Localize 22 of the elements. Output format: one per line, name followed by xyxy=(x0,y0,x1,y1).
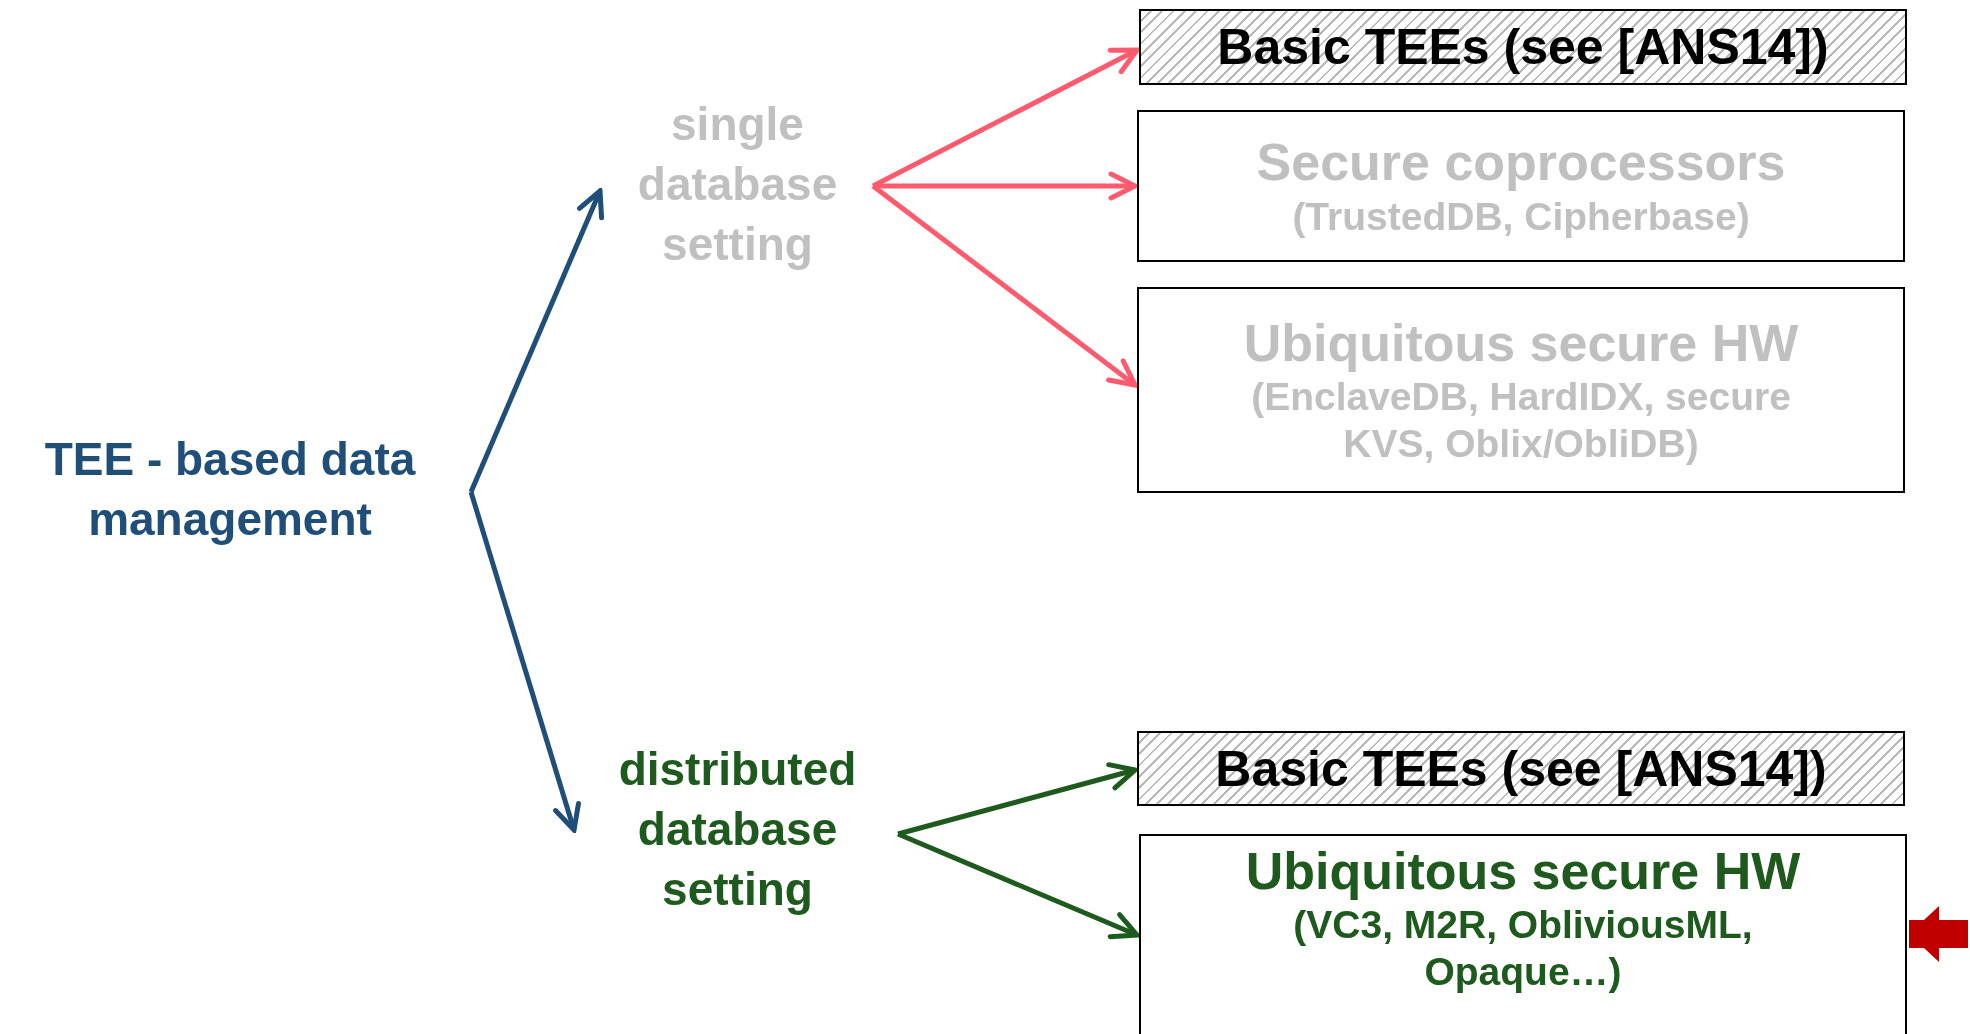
arrow xyxy=(871,184,1138,388)
arrow xyxy=(468,188,605,493)
box-title: Secure coprocessors xyxy=(1256,132,1786,194)
node-label: TEE - based data management xyxy=(10,430,450,550)
arrow xyxy=(897,831,1140,940)
box-subtitle: (EnclaveDB, HardIDX, secure KVS, Oblix/ObliDB) xyxy=(1250,374,1792,468)
arrow xyxy=(468,491,581,833)
outlined-box xyxy=(1139,834,1907,1034)
hatched-box xyxy=(1139,9,1907,85)
box-title: Ubiquitous secure HW xyxy=(1243,313,1799,374)
arrow xyxy=(1909,906,1968,962)
box-title: Basic TEEs (see [ANS14]) xyxy=(1215,739,1827,799)
box-title: Basic TEEs (see [ANS14]) xyxy=(1217,18,1829,77)
box-title: Ubiquitous secure HW xyxy=(1245,841,1801,902)
outlined-box xyxy=(1137,110,1905,262)
outlined-box xyxy=(1137,287,1905,493)
hatched-box xyxy=(1137,731,1905,806)
node-label: distributed database setting xyxy=(585,740,890,920)
box-subtitle: (VC3, M2R, ObliviousML, Opaque…) xyxy=(1292,902,1754,996)
box-subtitle: (TrustedDB, Cipherbase) xyxy=(1291,193,1751,240)
arrow xyxy=(897,762,1138,837)
node-label: single database setting xyxy=(600,95,875,275)
